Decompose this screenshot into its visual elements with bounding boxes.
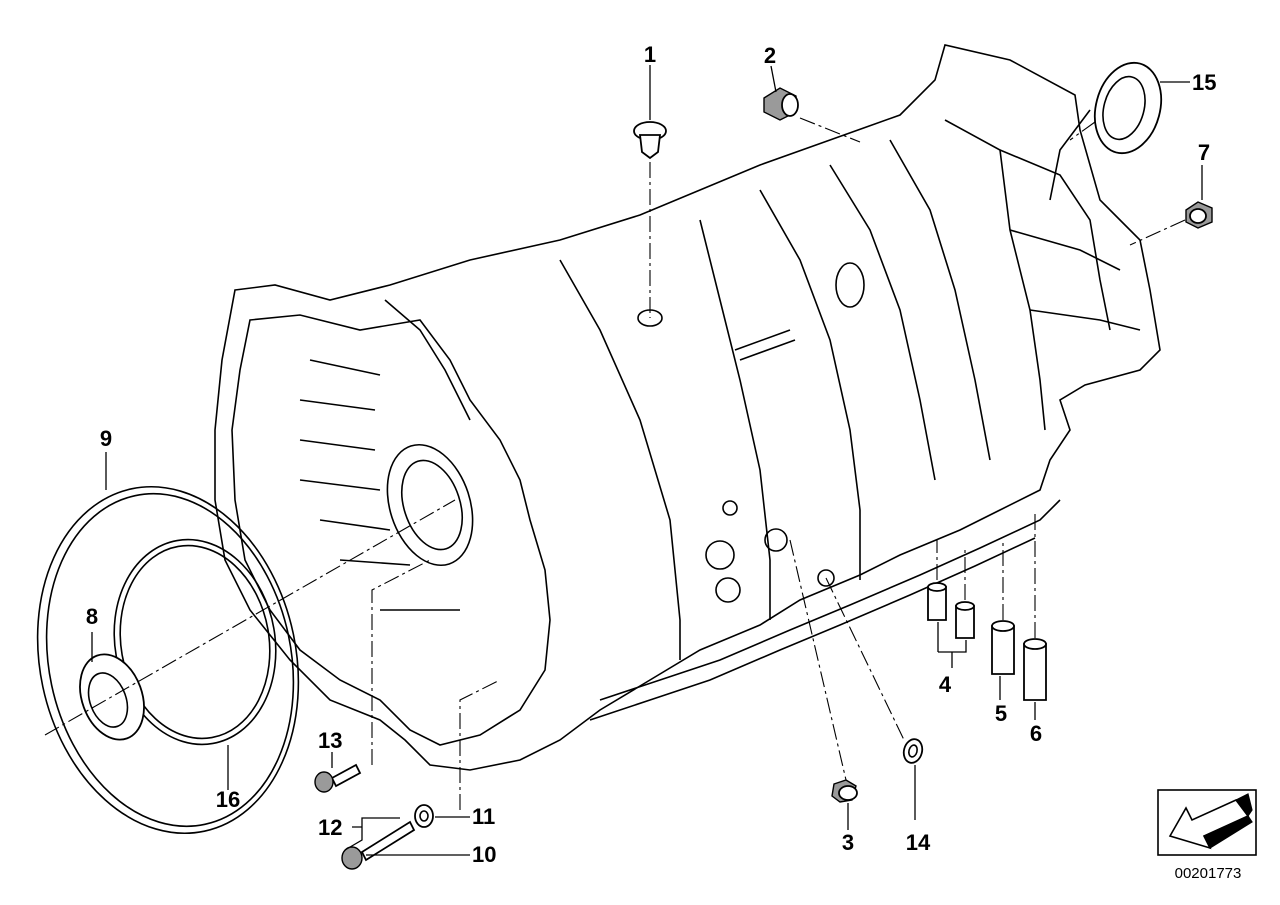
callout-6: 6 xyxy=(1030,721,1042,746)
callout-14: 14 xyxy=(906,830,931,855)
direction-arrow-icon xyxy=(1157,789,1257,856)
document-number: 00201773 xyxy=(1175,865,1242,882)
bolt-part-13 xyxy=(314,763,362,793)
assembly-lines xyxy=(44,117,1186,810)
callout-16: 16 xyxy=(216,787,240,812)
callout-15: 15 xyxy=(1192,70,1216,95)
rear-seal-part xyxy=(1093,61,1163,155)
dowel-sleeves-part-4 xyxy=(927,582,975,639)
callout-10: 10 xyxy=(472,842,496,867)
callout-9: 9 xyxy=(100,426,112,451)
plug-part-7 xyxy=(1185,201,1213,229)
washer-part-14 xyxy=(902,738,924,764)
callout-4: 4 xyxy=(939,672,952,697)
washer-part-11 xyxy=(414,804,434,828)
callout-1: 1 xyxy=(644,42,656,67)
plug-part-3 xyxy=(831,779,858,803)
callout-13: 13 xyxy=(318,728,342,753)
transmission-housing xyxy=(214,44,1161,771)
shaft-seal-part xyxy=(79,653,145,741)
callout-5: 5 xyxy=(995,701,1007,726)
callout-labels: 1 2 3 4 5 6 7 8 9 10 11 12 13 14 15 16 xyxy=(86,42,1217,867)
leader-lines xyxy=(91,65,1203,856)
callout-7: 7 xyxy=(1198,140,1210,165)
callout-3: 3 xyxy=(842,830,854,855)
o-ring-part xyxy=(113,538,277,746)
callout-12: 12 xyxy=(318,815,342,840)
bolt-part-10 xyxy=(341,820,416,870)
gasket-ring-part xyxy=(36,485,300,835)
plug-part-1 xyxy=(633,121,667,160)
callout-2: 2 xyxy=(764,43,776,68)
dowel-sleeve-part-5 xyxy=(991,620,1015,675)
dowel-sleeve-part-6 xyxy=(1023,638,1047,701)
plug-part-2 xyxy=(763,87,799,121)
callout-8: 8 xyxy=(86,604,98,629)
callout-11: 11 xyxy=(472,804,495,829)
